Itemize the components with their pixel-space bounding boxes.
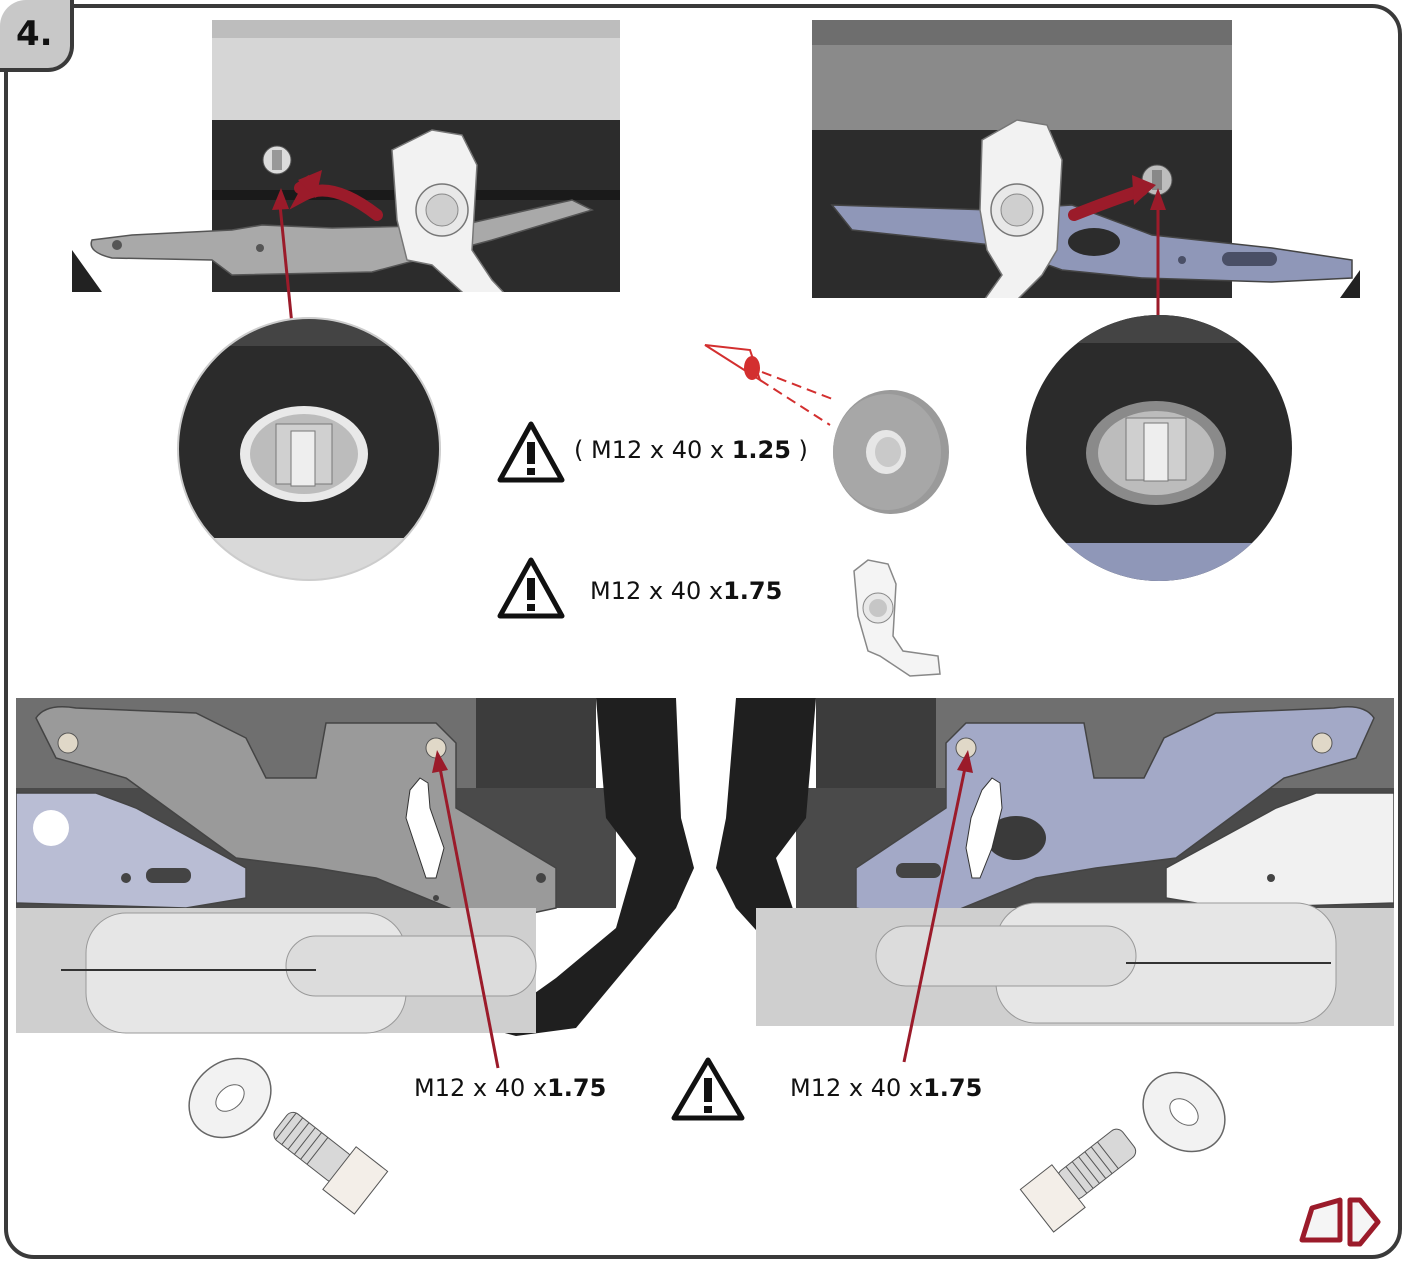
page-frame: [4, 4, 1402, 1259]
thread-label-fine: ( M12 x 40 x 1.25 ): [574, 436, 808, 464]
bolt-washer-left: [188, 1057, 389, 1215]
bolt-label-left: M12 x 40 x1.75: [414, 1074, 607, 1102]
weld-nut-part: [853, 559, 941, 677]
warning-triangle-icon: [497, 557, 565, 619]
next-page-icon[interactable]: [1298, 1194, 1384, 1250]
step-badge: 4.: [0, 0, 74, 72]
eye-icon: [704, 344, 836, 426]
zoom-detail-right: [1026, 315, 1292, 581]
top-right-illustration: [812, 20, 1360, 298]
thread-label-coarse: M12 x 40 x1.75: [590, 577, 783, 605]
thin-nut-part: [833, 390, 949, 514]
zoom-detail-left: [177, 317, 441, 581]
bolt-washer-right: [1019, 1071, 1226, 1233]
warning-triangle-icon: [497, 421, 565, 483]
warning-triangle-icon: [671, 1057, 745, 1121]
bolt-label-right: M12 x 40 x1.75: [790, 1074, 983, 1102]
bottom-left-illustration: [16, 698, 694, 1036]
step-number: 4.: [16, 14, 53, 54]
bottom-right-illustration: [716, 698, 1394, 1026]
top-left-illustration: [72, 20, 620, 292]
